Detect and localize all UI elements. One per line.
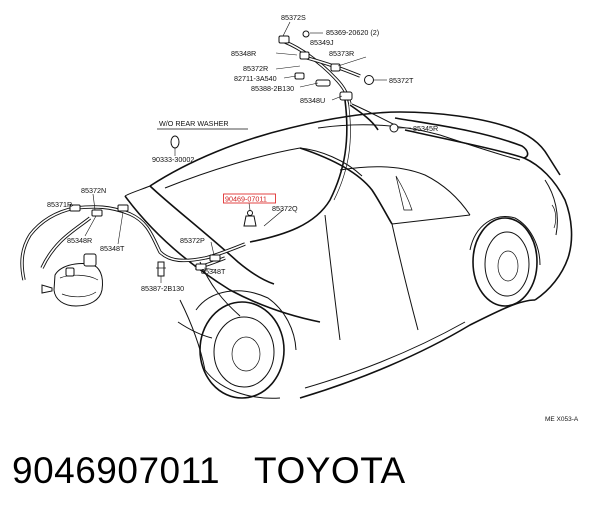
leader-lines [69, 21, 411, 283]
car-body-outline [124, 111, 573, 399]
label-85348R-top: 85348R [231, 49, 256, 58]
brand-name: TOYOTA [254, 450, 406, 491]
label-85372N: 85372N [81, 186, 106, 195]
parts-diagram: 85372S 85369-20620 (2) 85349J 85348R 853… [20, 13, 579, 423]
label-82711-3A540: 82711-3A540 [234, 74, 277, 83]
label-85372Q: 85372Q [272, 204, 298, 213]
part-caption: 9046907011 TOYOTA [12, 446, 406, 496]
label-85348T-left: 85348T [100, 244, 125, 253]
label-90469-07011-highlighted: 90469-07011 [225, 195, 267, 204]
label-85371R: 85371R [47, 200, 72, 209]
washer-hose-routing [20, 40, 396, 281]
drawing-reference-code: ME X053-A [545, 416, 579, 423]
section-label-wo-rear-washer: W/O REAR WASHER [159, 119, 229, 128]
label-85372T-top: 85372T [389, 76, 414, 85]
label-85348T-mid: 85348T [201, 267, 226, 276]
label-90333-30002: 90333-30002 [152, 155, 194, 164]
label-85372P: 85372P [180, 236, 205, 245]
label-85369-20620: 85369-20620 (2) [326, 28, 379, 37]
part-number: 9046907011 [12, 450, 221, 491]
label-85372R: 85372R [243, 64, 268, 73]
label-85387-2B130: 85387-2B130 [141, 284, 184, 293]
label-85348U: 85348U [300, 96, 325, 105]
part-labels: 85372S 85369-20620 (2) 85349J 85348R 853… [47, 13, 579, 423]
label-85373R: 85373R [329, 49, 354, 58]
highlight-box [223, 193, 276, 204]
label-85372S: 85372S [281, 13, 306, 22]
label-85345R: 85345R [413, 124, 438, 133]
label-85349J: 85349J [310, 38, 334, 47]
label-85388-2B130: 85388-2B130 [251, 84, 294, 93]
label-85348R-left: 85348R [67, 236, 92, 245]
